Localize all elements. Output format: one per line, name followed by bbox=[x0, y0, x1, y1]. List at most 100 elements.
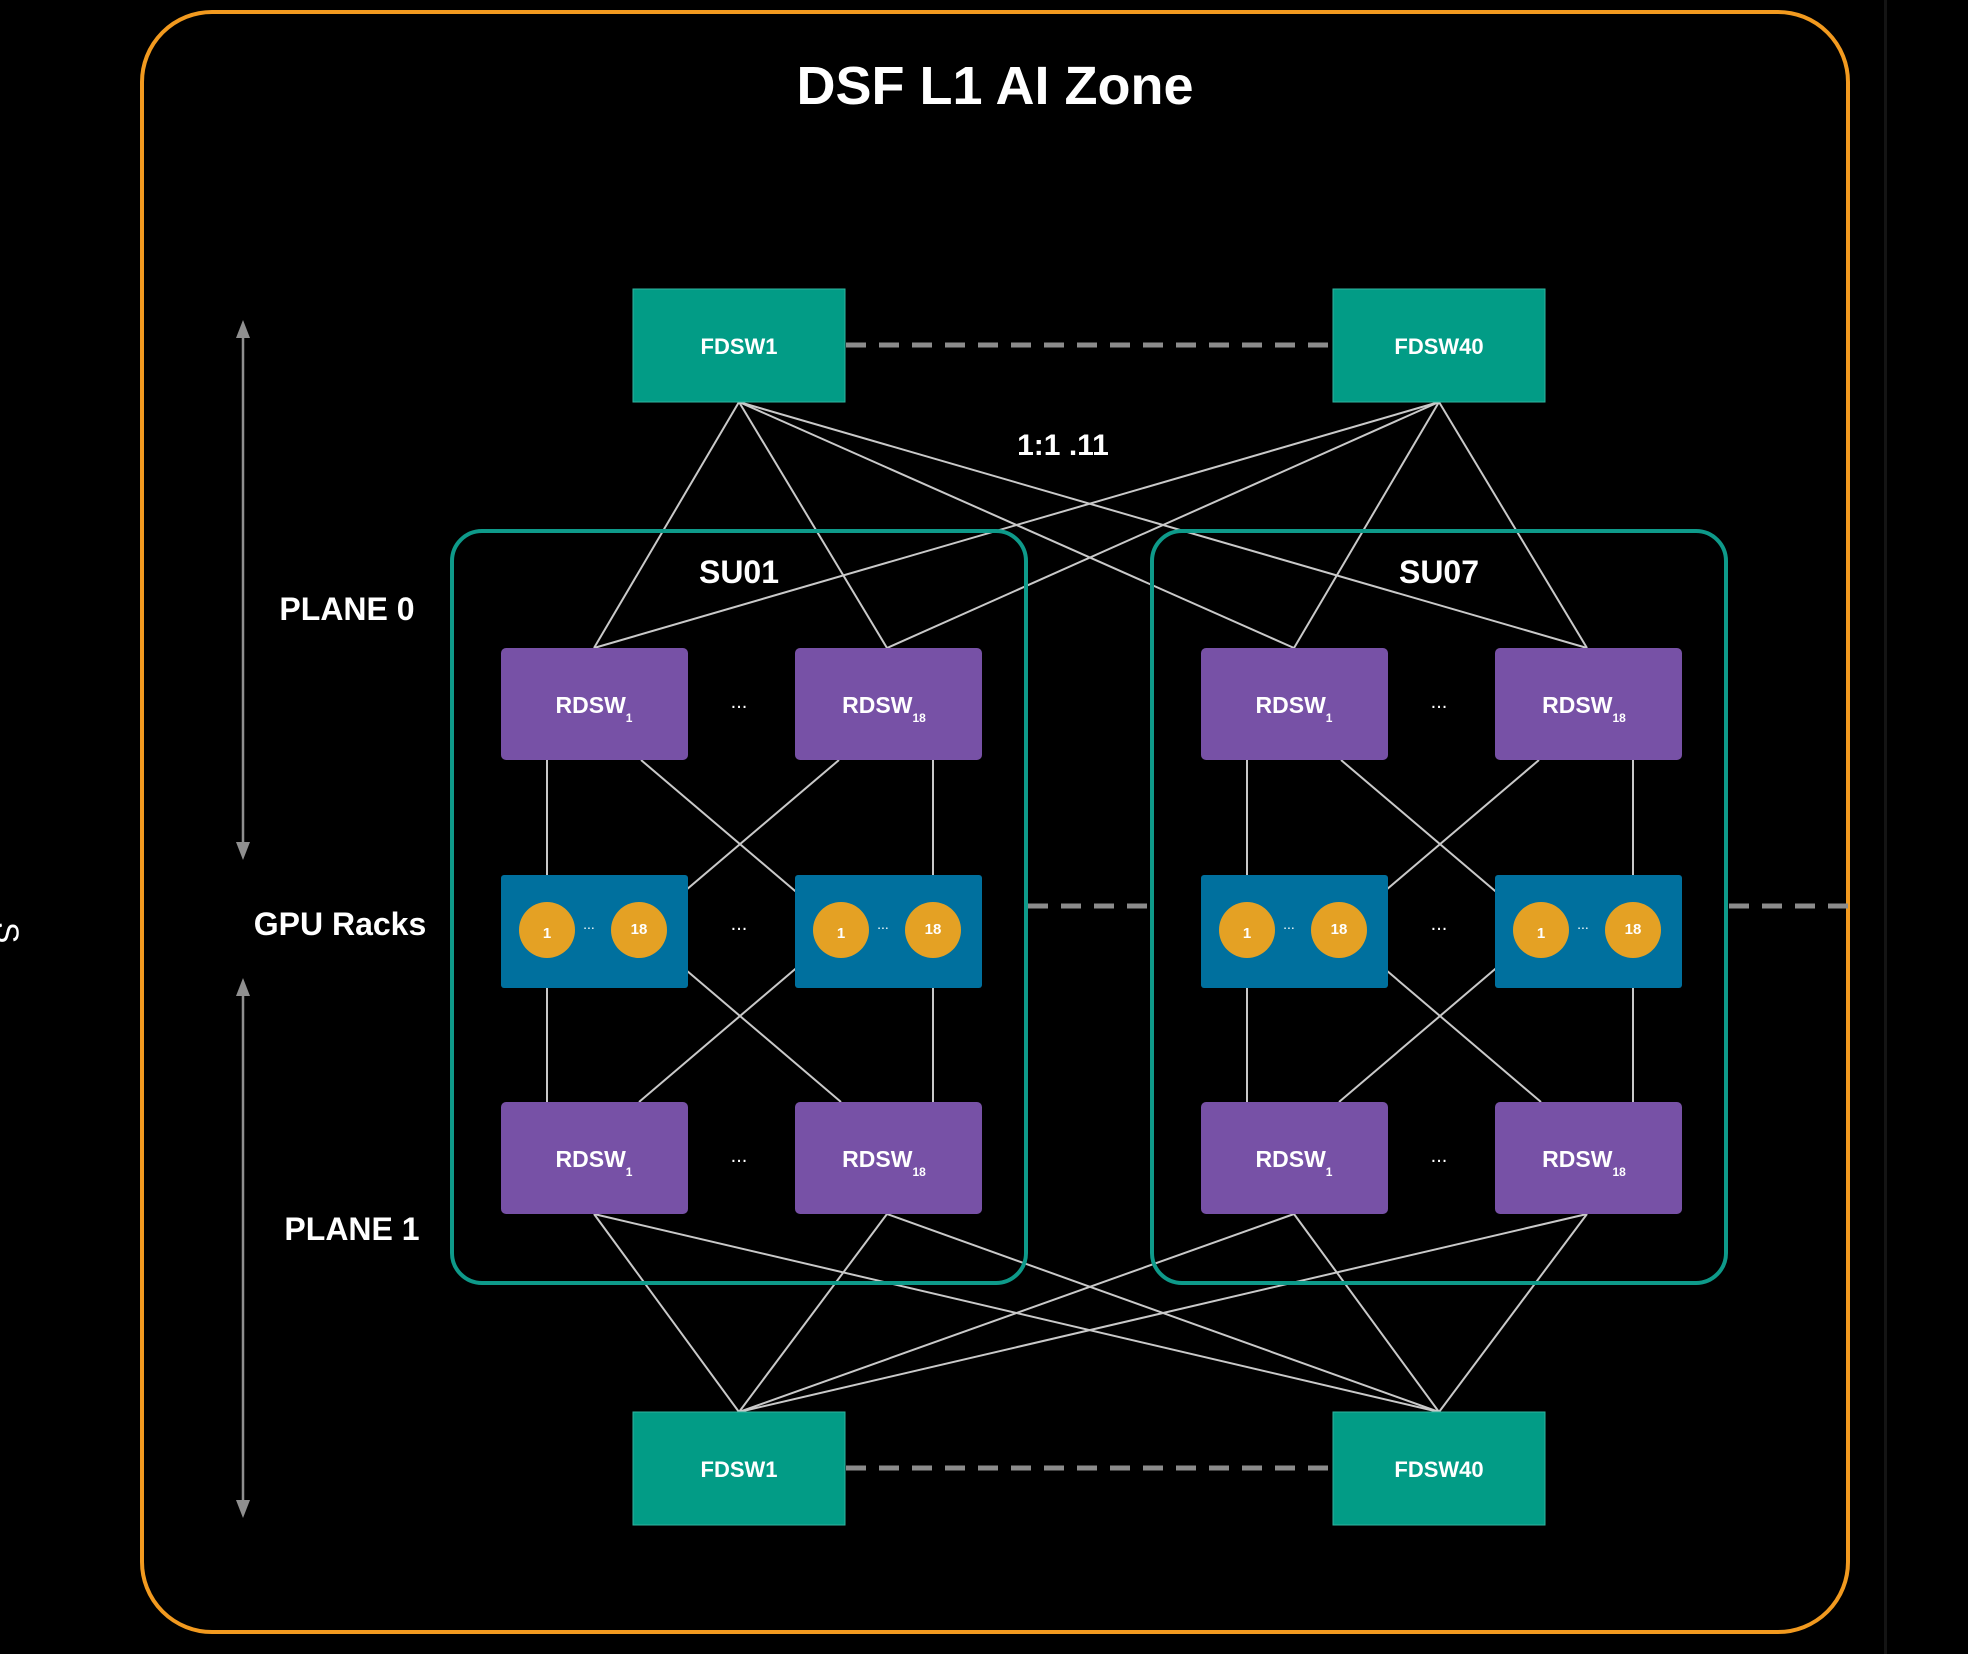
fdsw40-bottom-label: FDSW40 bbox=[1394, 1457, 1483, 1482]
rdsw-subscript: 1 bbox=[626, 1165, 633, 1179]
su01-plane1-rdsw-18[interactable]: RDSW18 bbox=[795, 1102, 982, 1214]
link-line bbox=[593, 1213, 740, 1413]
rdsw-subscript: 18 bbox=[912, 711, 926, 725]
su07-gpu-ellipsis: ... bbox=[1431, 913, 1448, 935]
gpu-label: 1 bbox=[837, 925, 845, 942]
gpu-racks-label: GPU Racks bbox=[254, 906, 427, 942]
link-line bbox=[1438, 1213, 1588, 1413]
fdsw1-top[interactable]: FDSW1 bbox=[632, 288, 846, 403]
link-line bbox=[1293, 1213, 1440, 1413]
su01-gpu-rack-b[interactable]: 1 ... 18 bbox=[795, 875, 982, 988]
fdsw40-bottom[interactable]: FDSW40 bbox=[1332, 1411, 1546, 1526]
rdsw-label: RDSW bbox=[1542, 1146, 1613, 1172]
rdsw-label: RDSW bbox=[556, 1146, 627, 1172]
gpu-label: 18 bbox=[925, 921, 942, 938]
su01-plane0-ellipsis: ... bbox=[731, 691, 748, 713]
link-line bbox=[593, 1213, 1440, 1413]
su07-plane1-ellipsis: ... bbox=[1431, 1145, 1448, 1167]
su01-plane1-ellipsis: ... bbox=[731, 1145, 748, 1167]
fdsw40-top[interactable]: FDSW40 bbox=[1332, 288, 1546, 403]
su01-plane0-rdsw-18[interactable]: RDSW18 bbox=[795, 648, 982, 760]
su07-plane1-rdsw-18[interactable]: RDSW18 bbox=[1495, 1102, 1682, 1214]
su01-container bbox=[450, 529, 1028, 1285]
gpu-label: 1 bbox=[543, 925, 551, 942]
rdsw-label: RDSW bbox=[842, 1146, 913, 1172]
su07-plane0-rdsw-1[interactable]: RDSW1 bbox=[1201, 648, 1388, 760]
fdsw1-top-label: FDSW1 bbox=[701, 334, 778, 359]
gpu-circle bbox=[519, 902, 575, 958]
gpu-circle bbox=[813, 902, 869, 958]
fdsw1-bottom-label: FDSW1 bbox=[701, 1457, 778, 1482]
rdsw-label: RDSW bbox=[1542, 692, 1613, 718]
link-line bbox=[738, 1213, 888, 1413]
link-line bbox=[1293, 401, 1440, 649]
left-edge-text: S bbox=[0, 922, 25, 943]
gpu-circle bbox=[611, 902, 667, 958]
gpu-ellipsis: ... bbox=[1283, 916, 1295, 932]
rdsw-label: RDSW bbox=[556, 692, 627, 718]
svg-text:RDSW1: RDSW1 bbox=[1256, 692, 1333, 725]
gpu-label: 18 bbox=[631, 921, 648, 938]
gpu-ellipsis: ... bbox=[1577, 916, 1589, 932]
su07-container bbox=[1150, 529, 1728, 1285]
svg-text:RDSW1: RDSW1 bbox=[1256, 1146, 1333, 1179]
su01-title: SU01 bbox=[699, 554, 779, 590]
rdsw-subscript: 1 bbox=[1326, 1165, 1333, 1179]
su07-plane1-rdsw-1[interactable]: RDSW1 bbox=[1201, 1102, 1388, 1214]
gpu-circle bbox=[1311, 902, 1367, 958]
gpu-label: 18 bbox=[1331, 921, 1348, 938]
gpu-label: 1 bbox=[1243, 925, 1251, 942]
link-line bbox=[886, 401, 1440, 649]
rdsw-label: RDSW bbox=[1256, 1146, 1327, 1172]
gpu-ellipsis: ... bbox=[583, 916, 595, 932]
svg-text:RDSW1: RDSW1 bbox=[556, 1146, 633, 1179]
su01-plane1-rdsw-1[interactable]: RDSW1 bbox=[501, 1102, 688, 1214]
gpu-circle bbox=[905, 902, 961, 958]
zone-border bbox=[140, 10, 1850, 1634]
plane-1-label: PLANE 1 bbox=[284, 1211, 419, 1247]
svg-text:RDSW18: RDSW18 bbox=[1542, 1146, 1626, 1179]
dashed-connectors bbox=[846, 342, 1848, 1471]
link-line bbox=[738, 401, 888, 649]
rdsw-subscript: 18 bbox=[912, 1165, 926, 1179]
rdsw-subscript: 1 bbox=[1326, 711, 1333, 725]
link-line bbox=[886, 1213, 1440, 1413]
plane-1-arrow bbox=[236, 978, 250, 1518]
link-line bbox=[593, 401, 1440, 649]
su07-title: SU07 bbox=[1399, 554, 1479, 590]
rdsw-label: RDSW bbox=[1256, 692, 1327, 718]
link-lines bbox=[546, 401, 1634, 1413]
fdsw1-bottom[interactable]: FDSW1 bbox=[632, 1411, 846, 1526]
rdsw-subscript: 18 bbox=[1612, 1165, 1626, 1179]
plane-0-label: PLANE 0 bbox=[279, 591, 414, 627]
svg-text:RDSW18: RDSW18 bbox=[842, 692, 926, 725]
su01-gpu-rack-a[interactable]: 1 ... 18 bbox=[501, 875, 688, 988]
su07-gpu-rack-b[interactable]: 1 ... 18 bbox=[1495, 875, 1682, 988]
su07-plane0-ellipsis: ... bbox=[1431, 691, 1448, 713]
link-line bbox=[593, 401, 740, 649]
link-line bbox=[1438, 401, 1588, 649]
fdsw40-top-label: FDSW40 bbox=[1394, 334, 1483, 359]
plane-0-arrow bbox=[236, 320, 250, 860]
ratio-label: 1:1 .11 bbox=[1017, 429, 1109, 462]
right-edge-divider bbox=[1884, 0, 1887, 1654]
gpu-label: 18 bbox=[1625, 921, 1642, 938]
su07-plane0-rdsw-18[interactable]: RDSW18 bbox=[1495, 648, 1682, 760]
gpu-label: 1 bbox=[1537, 925, 1545, 942]
gpu-circle bbox=[1219, 902, 1275, 958]
svg-text:RDSW1: RDSW1 bbox=[556, 692, 633, 725]
rdsw-subscript: 18 bbox=[1612, 711, 1626, 725]
svg-text:RDSW18: RDSW18 bbox=[1542, 692, 1626, 725]
gpu-circle bbox=[1513, 902, 1569, 958]
rdsw-subscript: 1 bbox=[626, 711, 633, 725]
zone-title: DSF L1 AI Zone bbox=[796, 56, 1193, 116]
gpu-ellipsis: ... bbox=[877, 916, 889, 932]
su01-plane0-rdsw-1[interactable]: RDSW1 bbox=[501, 648, 688, 760]
gpu-circle bbox=[1605, 902, 1661, 958]
svg-text:RDSW18: RDSW18 bbox=[842, 1146, 926, 1179]
su07-gpu-rack-a[interactable]: 1 ... 18 bbox=[1201, 875, 1388, 988]
rdsw-label: RDSW bbox=[842, 692, 913, 718]
su01-gpu-ellipsis: ... bbox=[731, 913, 748, 935]
